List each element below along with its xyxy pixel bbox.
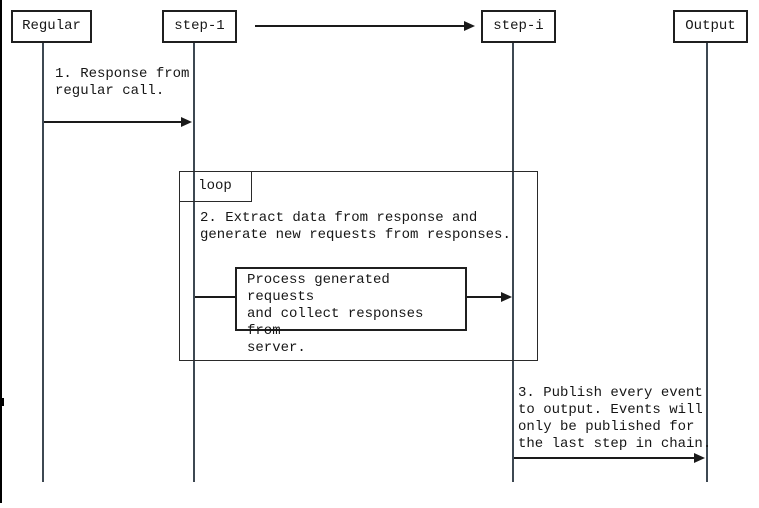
process-arrow-line bbox=[467, 296, 501, 298]
message-1-text: 1. Response from regular call. bbox=[55, 66, 190, 99]
loop-fragment-label-box: loop bbox=[179, 171, 252, 202]
message-2-text: 2. Extract data from response and genera… bbox=[200, 210, 511, 243]
process-box-connector-line bbox=[195, 296, 235, 298]
steps-chain-arrow-line bbox=[255, 25, 464, 27]
actor-box-step-1: step-1 bbox=[162, 10, 237, 43]
actor-label-regular: Regular bbox=[22, 18, 81, 34]
process-requests-box: Process generated requests and collect r… bbox=[235, 267, 467, 356]
window-left-edge bbox=[0, 0, 2, 503]
message-3-text: 3. Publish every event to output. Events… bbox=[518, 385, 712, 452]
loop-fragment-label: loop bbox=[198, 177, 232, 194]
actor-box-regular: Regular bbox=[11, 10, 92, 43]
message-3-arrow-line bbox=[514, 457, 694, 459]
process-arrowhead-icon bbox=[501, 292, 512, 302]
lifeline-step-1 bbox=[193, 43, 195, 482]
message-3-arrowhead-icon bbox=[694, 453, 705, 463]
actor-box-step-i: step-i bbox=[481, 10, 556, 43]
lifeline-step-i bbox=[512, 43, 514, 482]
steps-chain-arrowhead-icon bbox=[464, 21, 475, 31]
message-1-arrow-line bbox=[44, 121, 182, 123]
actor-label-output: Output bbox=[685, 18, 736, 34]
message-1-arrowhead-icon bbox=[181, 117, 192, 127]
window-left-edge-notch bbox=[0, 398, 4, 406]
actor-label-step-1: step-1 bbox=[174, 18, 225, 34]
actor-label-step-i: step-i bbox=[493, 18, 544, 34]
actor-box-output: Output bbox=[673, 10, 748, 43]
lifeline-regular bbox=[42, 43, 44, 482]
lifeline-output bbox=[706, 43, 708, 482]
loop-fragment-frame bbox=[179, 171, 538, 361]
